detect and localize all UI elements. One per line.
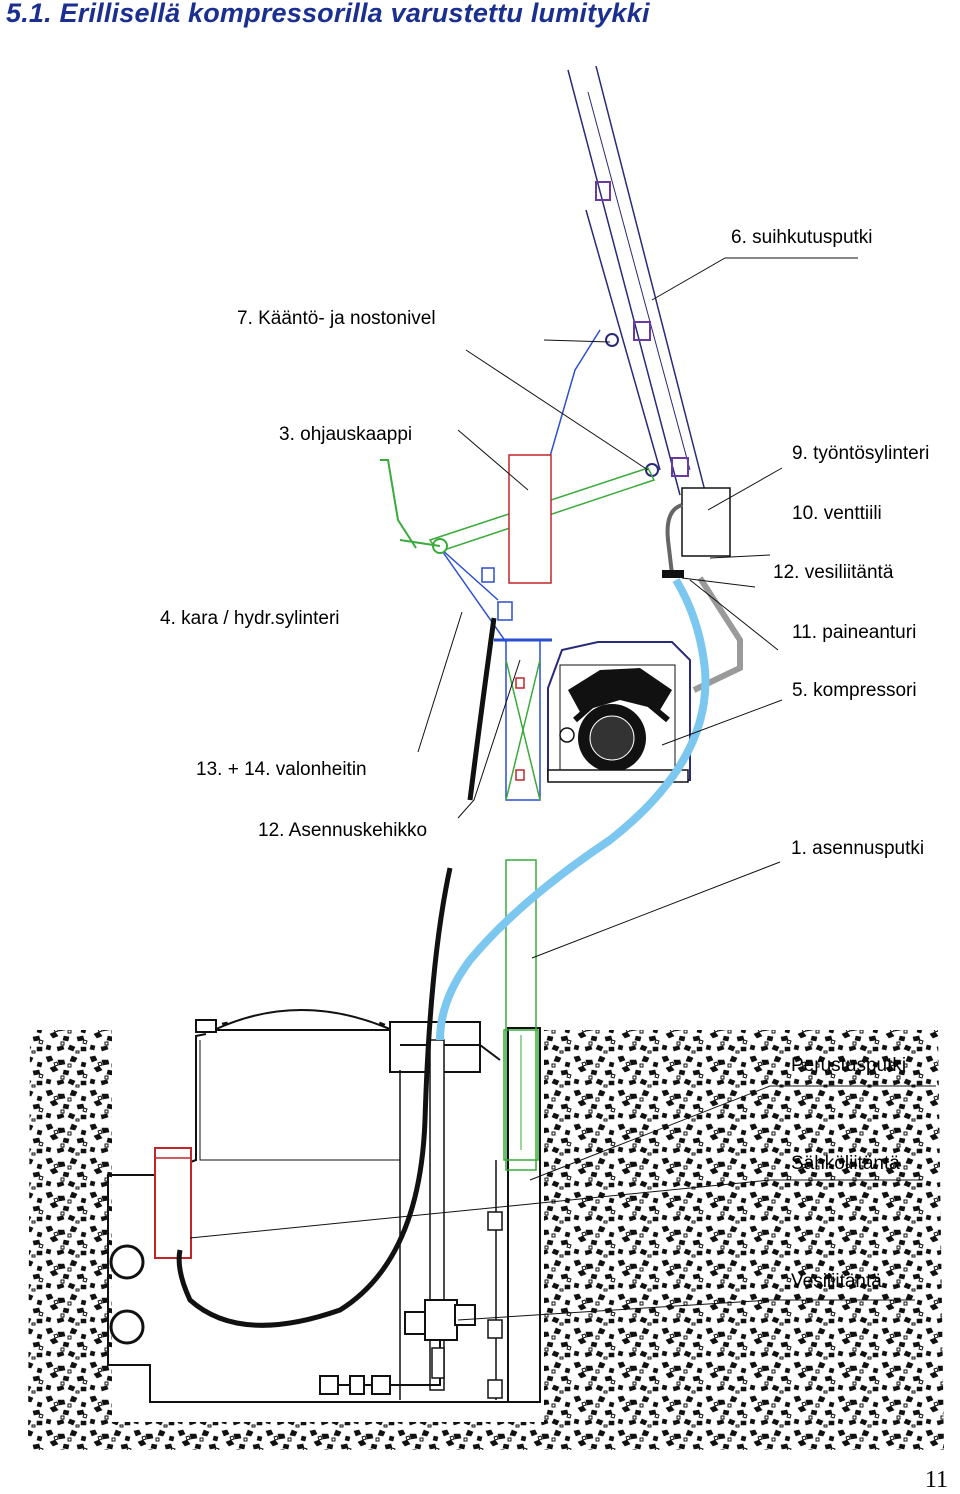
- label-sahkoliitanta: Sähköliitäntä: [791, 1153, 900, 1174]
- page-title: 5.1. Erillisellä kompressorilla varustet…: [6, 0, 650, 28]
- label-perustusputki: Perustusputki: [791, 1055, 907, 1076]
- label-kara-hydr-sylinteri: 4. kara / hydr.sylinteri: [160, 608, 340, 629]
- label-venttiili: 10. venttiili: [792, 503, 882, 524]
- power-cable: [176, 867, 453, 1328]
- control-cabinet: [508, 454, 552, 584]
- label-asennusputki: 1. asennusputki: [791, 838, 925, 859]
- foundation-pipe: [505, 859, 537, 1171]
- hydraulic-arm: [380, 459, 656, 554]
- label-kaanto-nostonivel: 7. Kääntö- ja nostonivel: [237, 308, 436, 329]
- label-suihkutusputki: 6. suihkutusputki: [731, 227, 873, 248]
- label-vesiliitanta: Vesiliitäntä: [791, 1271, 882, 1292]
- port-circle: [109, 1309, 145, 1345]
- label-tyontosylinteri: 9. työntösylinteri: [792, 443, 930, 464]
- label-kompressori: 5. kompressori: [792, 680, 917, 701]
- port-circle: [109, 1244, 145, 1280]
- label-valonheitin: 13. + 14. valonheitin: [196, 759, 367, 780]
- valve-block: [681, 487, 731, 557]
- foundation-lid: [213, 1009, 393, 1031]
- compressor: [547, 641, 691, 783]
- air-pipe: [692, 576, 743, 693]
- water-hose: [436, 577, 710, 1041]
- label-ohjauskaappi: 3. ohjauskaappi: [279, 424, 413, 445]
- electrical-box: [154, 1147, 192, 1259]
- spray-lance: [519, 65, 707, 561]
- label-vesiliitanta-12: 12. vesiliitäntä: [773, 562, 894, 583]
- label-paineanturi: 11. paineanturi: [792, 622, 917, 643]
- page-number: 11: [924, 1467, 948, 1493]
- label-asennuskehikko: 12. Asennuskehikko: [258, 820, 428, 841]
